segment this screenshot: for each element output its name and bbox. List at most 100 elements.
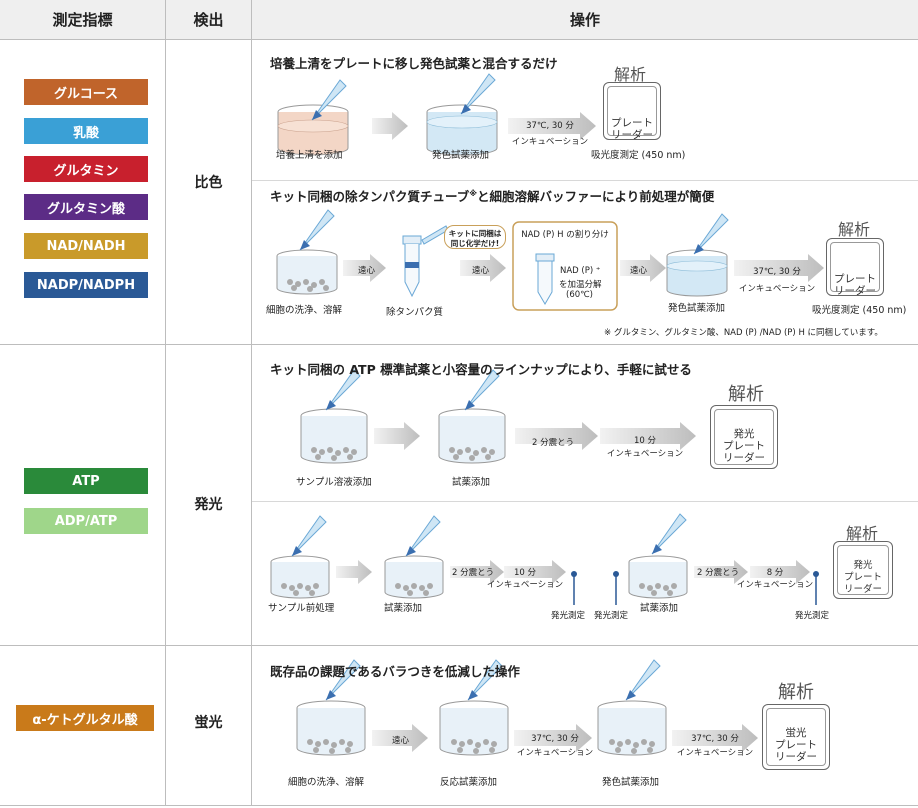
title-main: キット同梱の除タンパク質チューブ [270,189,470,204]
step-arrow [750,560,810,584]
analysis-label: 解析 [614,65,647,84]
footnote: ※ グルタミン、グルタミン酸、NAD (P) /NAD (P) H に同梱してい… [604,328,883,338]
step-label: 試薬添加 [640,603,679,614]
dish-reagent-6 [439,700,509,756]
step-label: 細胞の洗浄、溶解 [288,777,365,788]
incubation-label: インキュベーション [606,449,684,459]
dish-reagent-5 [628,555,688,599]
measure-label: 発光測定 [594,611,629,621]
step-label: 発色試薬添加 [432,150,490,161]
analysis-label: 解析 [838,220,871,239]
box-text: を加温分解 [559,280,602,290]
step-arrow [672,724,758,752]
dish-cells-1 [276,249,338,295]
incubation-label: 37℃, 30 分 [531,734,579,744]
plate-reader-icon: 発光 プレート リーダー [710,405,778,469]
shake-label: 2 分震とう [452,568,495,578]
badge-atp: ATP [24,468,148,494]
incubation-label: 37℃, 30 分 [753,267,801,277]
tube-heat [535,253,555,305]
step-arrow [372,112,408,140]
incubation-label: インキュベーション [676,748,754,758]
step-arrow [372,724,428,752]
plate-reader-icon: 発光 プレート リーダー [833,541,893,599]
dish-sample [300,408,368,464]
step-arrow [514,724,592,752]
step-arrow [734,254,824,282]
title-rest: と細胞溶解バッファーにより前処理が簡便 [477,189,715,204]
step-arrow [620,254,666,282]
plate-text: プレート [775,739,817,751]
plate-text: プレート [723,440,765,452]
plate-reader-icon: プレート リーダー [603,82,661,141]
divider [0,344,918,345]
callout-bubble: キットに同梱は 同じ化学だけ! [444,225,506,249]
centrifuge-label: 遠心 [630,266,648,276]
step-label: 発色試薬添加 [668,303,726,314]
box-title: NAD (P) H の割り分け [521,230,609,240]
measure-label: 吸光度測定 (450 nm) [591,150,686,161]
incubation-label: 37℃, 30 分 [691,734,739,744]
incubation-label: 37℃, 30 分 [526,121,574,131]
badge-lactate: 乳酸 [24,118,148,144]
box-text: (60℃) [566,290,593,300]
plate-text: プレート [843,572,882,583]
badge-nadh: NAD/NADH [24,233,148,259]
step-arrow [694,560,748,584]
panel-title: キット同梱の除タンパク質チューブ※と細胞溶解バッファーにより前処理が簡便 [270,186,714,205]
dish-supernatant [277,104,349,156]
step-arrow [374,422,420,450]
panel-title: キット同梱の ATP 標準試薬と小容量のラインナップにより、手軽に試せる [270,362,692,377]
incubation-label: インキュベーション [516,748,594,758]
divider [251,0,252,806]
header-detection: 検出 [166,0,251,39]
incubation-label: 10 分 [633,436,657,446]
measure-label: 発光測定 [551,611,586,621]
callout-text: キットに同梱は [448,229,502,238]
plate-text: 蛍光 [785,727,807,739]
dish-cells-2 [296,700,366,756]
incubation-label: インキュベーション [486,580,564,590]
step-arrow [600,422,696,450]
title-sup: ※ [469,188,478,198]
plate-text: リーダー [775,751,817,763]
divider [165,0,166,806]
step-arrow [460,254,506,282]
analysis-label: 解析 [728,384,764,405]
step-arrow [450,560,504,584]
analysis-label: 解析 [846,524,879,543]
divider [0,805,918,806]
plate-text: 発光 [853,560,873,571]
analysis-label: 解析 [778,682,814,703]
plate-reader-icon: プレート リーダー [826,238,884,297]
step-label: 試薬添加 [452,477,491,488]
badge-adp-atp: ADP/ATP [24,508,148,534]
incubation-label: 8 分 [766,568,784,578]
measure-label: 吸光度測定 (450 nm) [812,305,907,316]
step-label: サンプル前処理 [268,603,335,614]
header-indicator: 測定指標 [0,0,165,39]
step-label: 反応試薬添加 [440,777,498,788]
step-label: 除タンパク質 [386,307,444,318]
centrifuge-label: 遠心 [392,736,410,746]
badge-akg: α-ケトグルタル酸 [16,705,154,731]
step-arrow [336,560,372,584]
badge-glutamate: グルタミン酸 [24,194,148,220]
centrifuge-label: 遠心 [472,266,490,276]
incubation-label: インキュベーション [511,137,589,147]
dish-pre [270,555,330,599]
step-label: 発色試薬添加 [602,777,660,788]
dish-reagent-3 [438,408,506,464]
divider [252,180,918,181]
shake-label: 2 分震とう [697,568,740,578]
step-arrow [515,422,598,450]
header-operation: 操作 [252,0,918,39]
step-label: 細胞の洗浄、溶解 [266,305,343,316]
plate-text: プレート [834,273,876,285]
callout-text: 同じ化学だけ! [450,239,500,248]
incubation-label: 10 分 [513,568,537,578]
box-text: NAD (P) ⁺ [560,266,601,276]
incubation-label: インキュベーション [738,284,816,294]
detection-colorimetric: 比色 [194,175,223,191]
